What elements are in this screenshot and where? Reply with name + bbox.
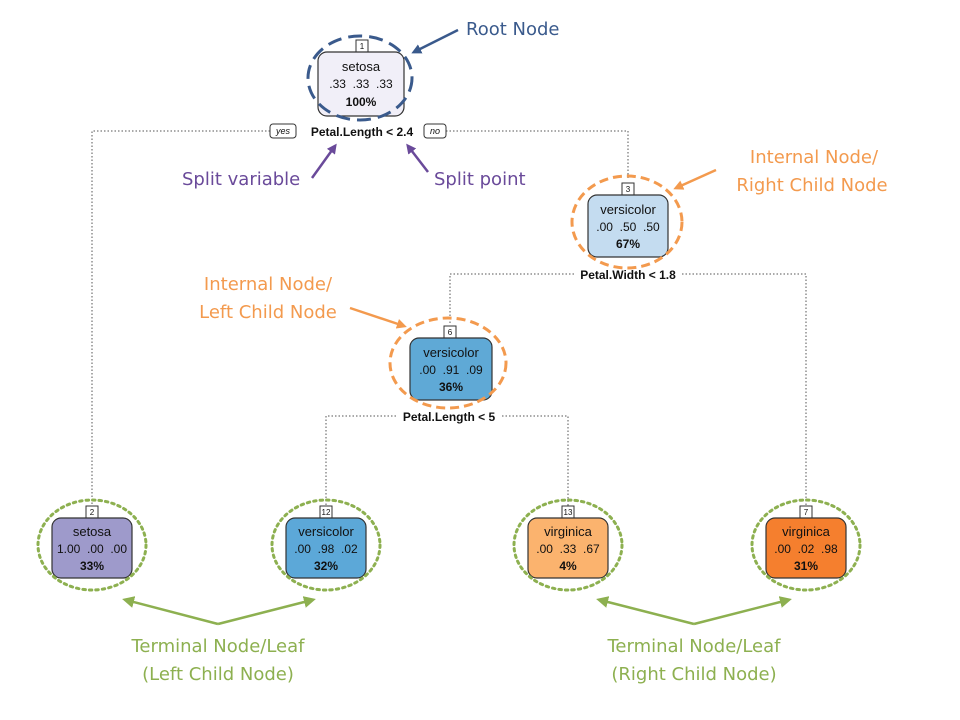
node-percentage: 100% xyxy=(346,95,377,109)
root-split: yes Petal.Length < 2.4 no xyxy=(269,123,447,139)
node-percentage: 4% xyxy=(559,559,577,573)
annotation-internal-right: Internal Node/ Right Child Node xyxy=(673,147,888,196)
node-percentage: 32% xyxy=(314,559,338,573)
node-box xyxy=(317,51,405,117)
node-number: 7 xyxy=(804,508,809,517)
node-probabilities: .00 .50 .50 xyxy=(596,220,660,234)
tree-node-2: 2 setosa 1.00 .00 .00 33% xyxy=(36,498,148,592)
split-label-root: Petal.Length < 2.4 xyxy=(311,125,414,139)
node-number: 2 xyxy=(90,508,95,517)
annotation-terminal-right: Terminal Node/Leaf (Right Child Node) xyxy=(596,596,792,685)
node-class-label: versicolor xyxy=(600,202,656,217)
annotation-arrow xyxy=(411,28,459,54)
annotation-text-line2: (Right Child Node) xyxy=(611,664,776,685)
node-probabilities: .00 .98 .02 xyxy=(294,542,358,556)
edge-root-to-node3 xyxy=(446,130,629,180)
internal-highlight-ring xyxy=(388,316,508,410)
node-box xyxy=(409,337,493,401)
node-number: 1 xyxy=(360,42,365,51)
node-box xyxy=(527,517,609,579)
annotation-arrow xyxy=(310,143,337,179)
node-number: 13 xyxy=(564,508,573,517)
leaf-highlight-ring xyxy=(270,498,382,592)
node-percentage: 33% xyxy=(80,559,104,573)
root-highlight-ring xyxy=(306,34,414,122)
annotation-terminal-left: Terminal Node/Leaf (Left Child Node) xyxy=(122,596,316,685)
annotation-arrow xyxy=(406,143,429,173)
node-number: 12 xyxy=(322,508,331,517)
edge-root-to-node2 xyxy=(91,130,270,506)
tree-node-1: 1 setosa .33 .33 .33 100% xyxy=(306,34,414,122)
annotation-text-line1: Internal Node/ xyxy=(204,274,333,295)
annotation-text-line1: Terminal Node/Leaf xyxy=(607,636,782,657)
tree-node-13: 13 virginica .00 .33 .67 4% xyxy=(512,498,624,592)
node-percentage: 31% xyxy=(794,559,818,573)
split-label-node6: Petal.Length < 5 xyxy=(403,410,496,424)
annotation-text-line2: (Left Child Node) xyxy=(142,664,294,685)
yes-label-box xyxy=(269,123,297,139)
leaf-highlight-ring xyxy=(750,498,862,592)
node-probabilities: 1.00 .00 .00 xyxy=(57,542,127,556)
node-probabilities: .00 .33 .67 xyxy=(536,542,600,556)
leaf-highlight-ring xyxy=(512,498,624,592)
annotation-text-line1: Terminal Node/Leaf xyxy=(131,636,306,657)
annotation-text: Split variable xyxy=(182,169,300,190)
tree-node-12: 12 versicolor .00 .98 .02 32% xyxy=(270,498,382,592)
annotation-arrow-left xyxy=(596,596,695,626)
node-number: 3 xyxy=(626,185,631,194)
annotation-text-line1: Internal Node/ xyxy=(750,147,879,168)
annotation-text-line2: Left Child Node xyxy=(199,302,337,323)
node-percentage: 67% xyxy=(616,237,640,251)
annotation-split-variable: Split variable xyxy=(182,143,337,190)
node-number: 6 xyxy=(448,328,453,337)
annotation-root-node: Root Node xyxy=(411,19,559,54)
tree-node-6: 6 versicolor .00 .91 .09 36% xyxy=(388,316,508,410)
tree-node-7: 7 virginica .00 .02 .98 31% xyxy=(750,498,862,592)
leaf-highlight-ring xyxy=(36,498,148,592)
no-label: no xyxy=(430,126,440,136)
annotation-split-point: Split point xyxy=(406,143,526,190)
node-probabilities: .00 .91 .09 xyxy=(419,363,483,377)
annotation-arrow-left xyxy=(122,596,219,626)
node-probabilities: .00 .02 .98 xyxy=(774,542,838,556)
edge-node3-to-node6 xyxy=(449,273,574,323)
node-percentage: 36% xyxy=(439,380,463,394)
edge-node3-to-node7 xyxy=(682,273,807,506)
annotation-text-line2: Right Child Node xyxy=(736,175,887,196)
node-box xyxy=(587,194,669,258)
tree-edges xyxy=(91,130,807,506)
node-box xyxy=(285,517,367,579)
node-box xyxy=(51,517,133,579)
node-class-label: versicolor xyxy=(423,345,479,360)
node-class-label: versicolor xyxy=(298,524,354,539)
annotation-internal-left: Internal Node/ Left Child Node xyxy=(199,274,407,329)
node-box xyxy=(765,517,847,579)
node-probabilities: .33 .33 .33 xyxy=(329,77,393,91)
node-class-label: setosa xyxy=(342,59,381,74)
node-class-label: virginica xyxy=(544,524,592,539)
edge-node6-to-node13 xyxy=(502,415,569,506)
annotation-text: Split point xyxy=(434,169,526,190)
tree-node-3: 3 versicolor .00 .50 .50 67% xyxy=(570,174,684,270)
yes-label: yes xyxy=(275,126,291,136)
no-label-box xyxy=(423,123,447,139)
annotation-arrow-right xyxy=(217,596,316,626)
annotation-arrow xyxy=(349,306,407,329)
node-class-label: setosa xyxy=(73,524,112,539)
annotation-text: Root Node xyxy=(466,19,559,40)
internal-highlight-ring xyxy=(570,174,684,270)
annotation-arrow xyxy=(673,168,717,190)
annotation-arrow-right xyxy=(693,596,792,626)
edge-node6-to-node12 xyxy=(325,415,396,506)
split-label-node3: Petal.Width < 1.8 xyxy=(580,268,676,282)
node-class-label: virginica xyxy=(782,524,830,539)
